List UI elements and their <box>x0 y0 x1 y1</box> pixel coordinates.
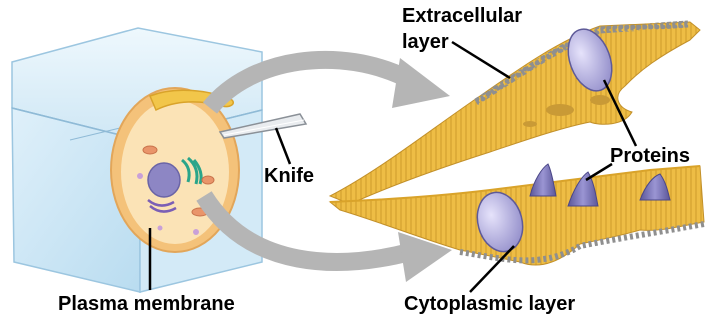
label-plasma-membrane: Plasma membrane <box>58 293 235 315</box>
protein-cone-1 <box>530 164 556 196</box>
mitochondrion <box>202 176 214 184</box>
leader-knife <box>276 128 290 164</box>
label-proteins: Proteins <box>610 145 690 167</box>
label-extracellular-line1: Extracellular <box>402 5 522 27</box>
label-knife: Knife <box>264 165 314 187</box>
label-extracellular-line2: layer <box>402 31 449 53</box>
label-cytoplasmic-layer: Cytoplasmic layer <box>404 293 575 315</box>
mitochondrion <box>143 146 157 154</box>
leader-extracellular <box>452 42 510 78</box>
nucleus <box>148 163 180 197</box>
